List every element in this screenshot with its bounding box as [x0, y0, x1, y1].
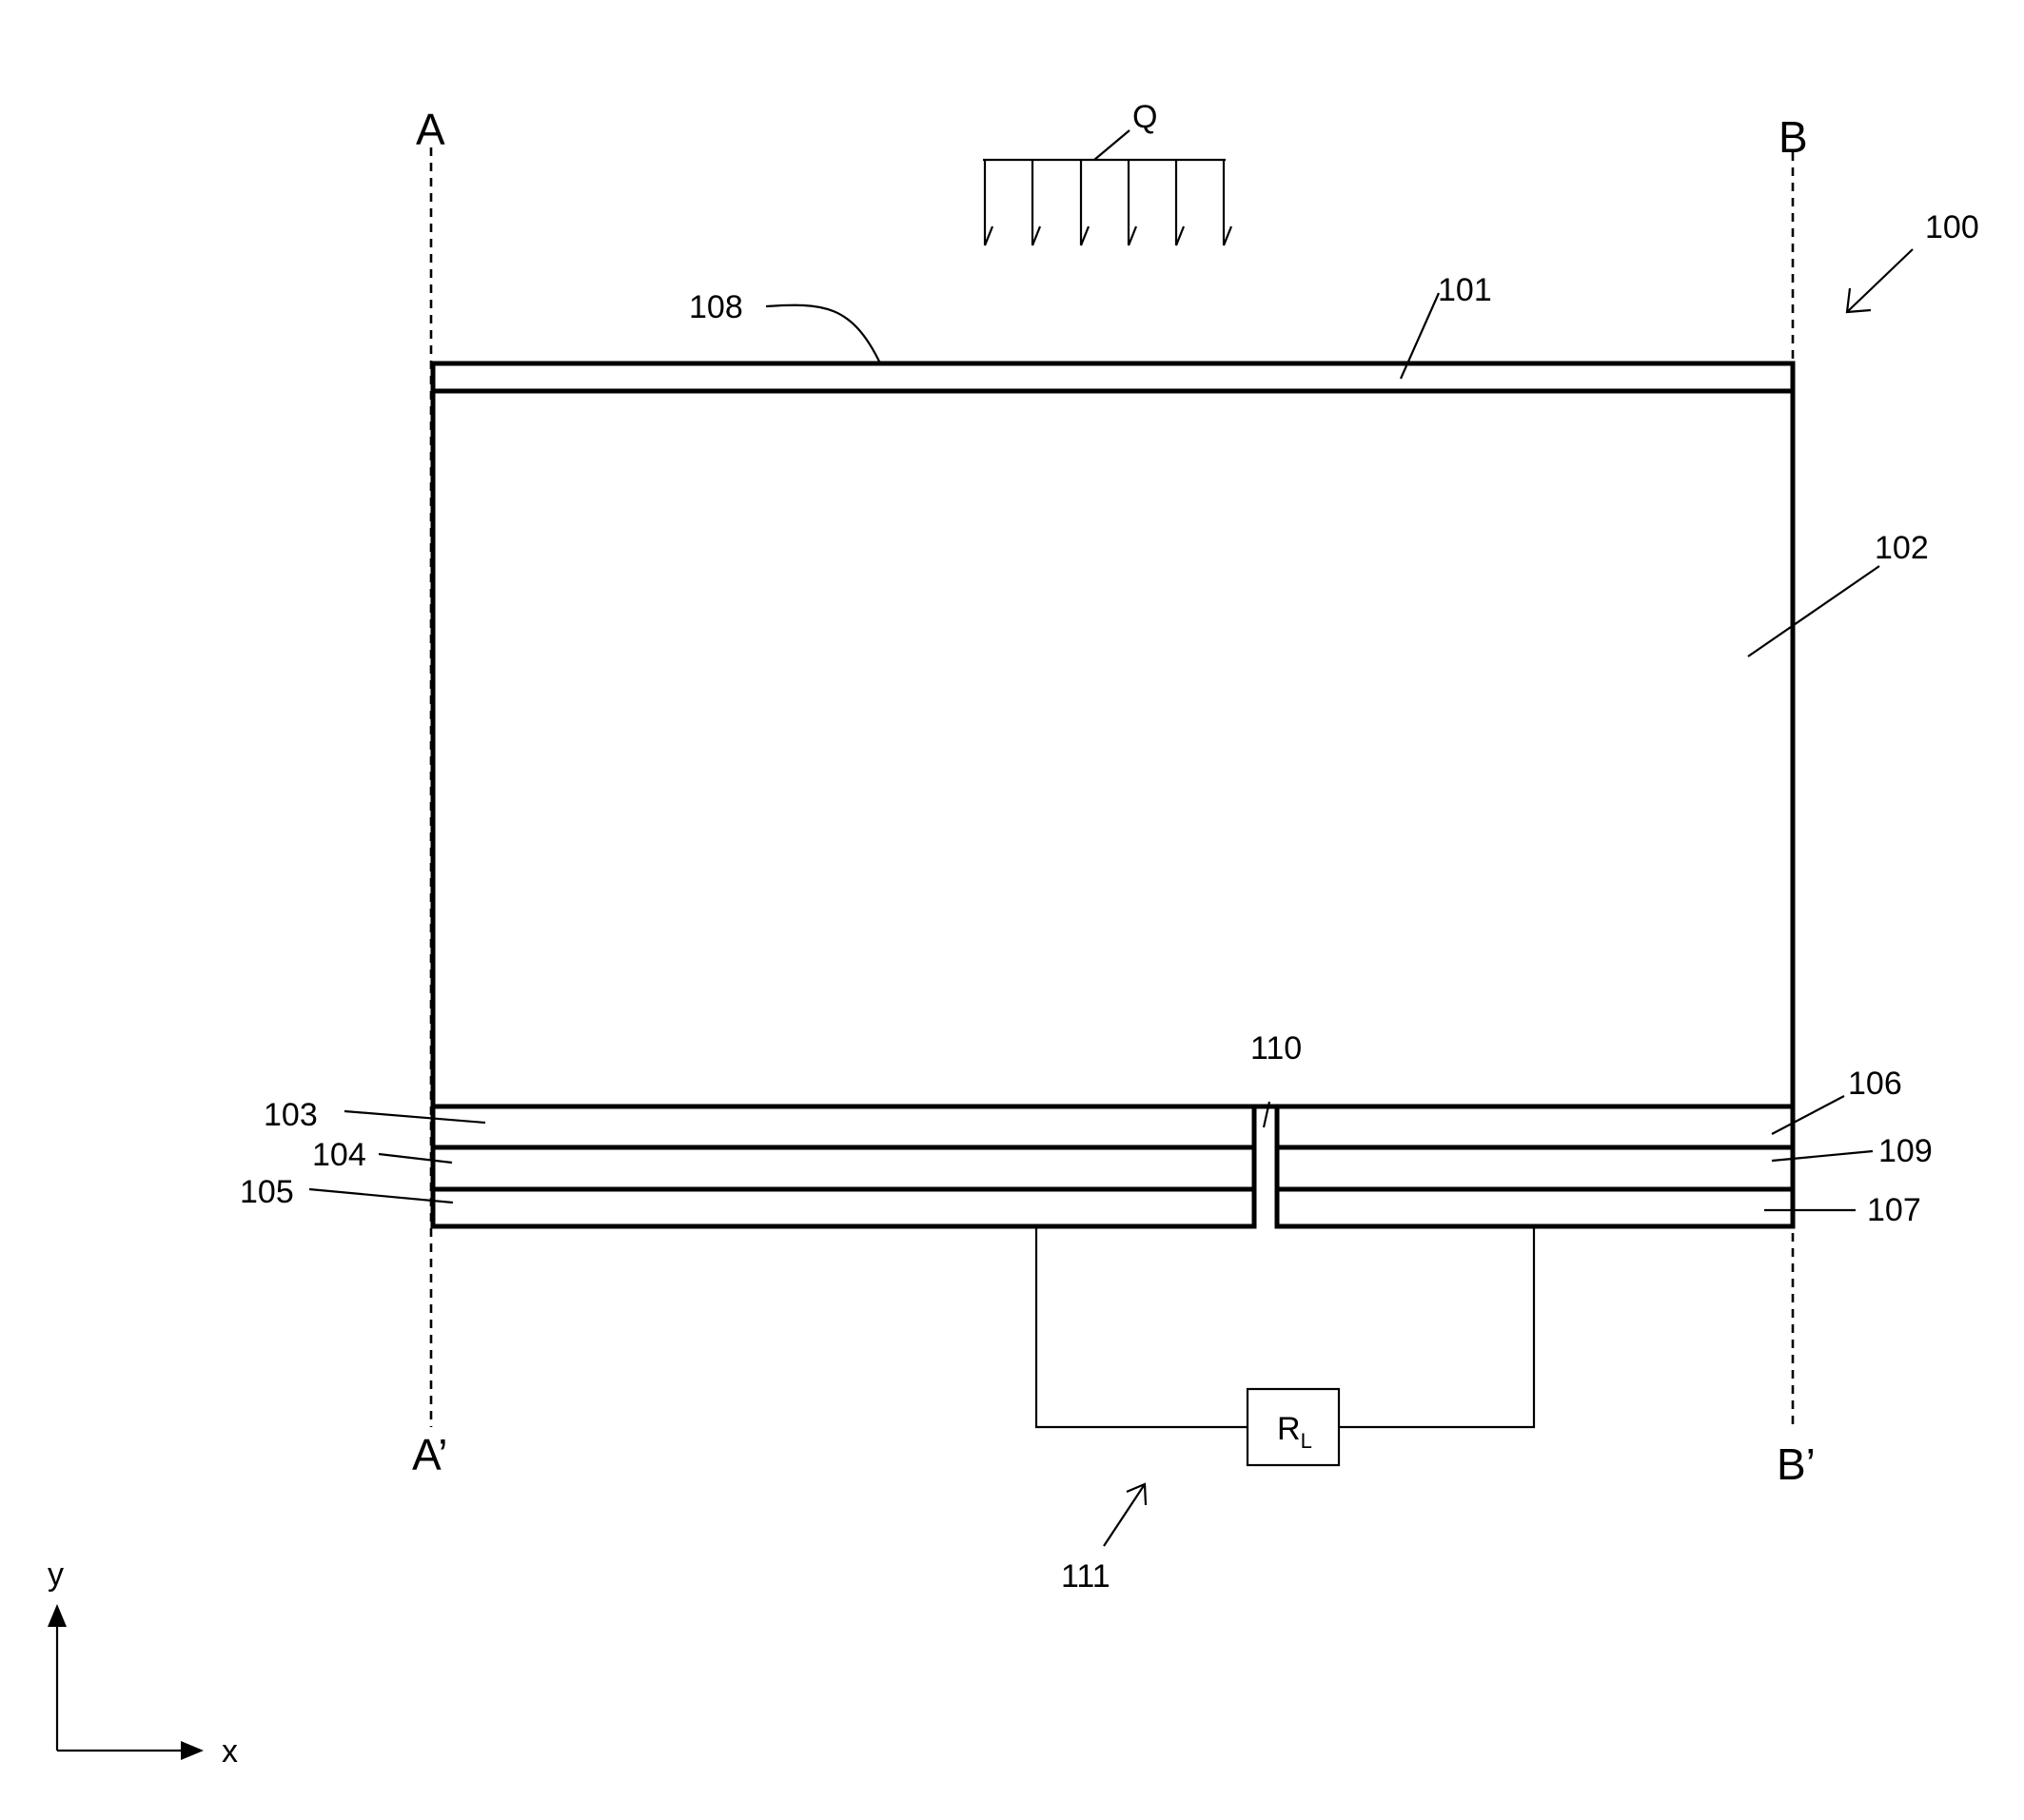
section-label-b: B [1778, 112, 1808, 162]
ref-107: 107 [1867, 1192, 1921, 1228]
y-axis-label: y [48, 1556, 64, 1593]
ref-102: 102 [1875, 530, 1929, 566]
coordinate-axes [48, 1604, 204, 1760]
ref-109: 109 [1878, 1133, 1933, 1169]
ref-105: 105 [240, 1174, 294, 1210]
ref-arrow-111 [1104, 1484, 1146, 1546]
heat-flux-label: Q [1132, 99, 1157, 135]
heat-flux-arrows [983, 130, 1231, 245]
ref-100: 100 [1925, 209, 1979, 245]
ref-111: 111 [1061, 1558, 1110, 1595]
ref-101: 101 [1438, 272, 1492, 308]
section-label-b-prime: B’ [1777, 1439, 1816, 1489]
right-bottom-stack [1277, 1106, 1793, 1226]
load-circuit [1036, 1226, 1534, 1427]
top-layer-101 [433, 363, 1793, 391]
ref-arrow-100 [1847, 249, 1913, 312]
ref-103: 103 [264, 1097, 318, 1133]
ref-108: 108 [689, 289, 743, 325]
x-axis-label: x [222, 1733, 238, 1770]
main-body-102 [433, 391, 1793, 1106]
section-label-a: A [416, 105, 445, 154]
ref-104: 104 [312, 1137, 366, 1173]
left-bottom-stack [433, 1106, 1254, 1226]
section-label-a-prime: A’ [412, 1430, 448, 1479]
ref-106: 106 [1848, 1066, 1902, 1102]
load-resistor-label: RL [1277, 1411, 1312, 1453]
leader-lines [309, 293, 1879, 1210]
ref-110: 110 [1250, 1030, 1302, 1067]
